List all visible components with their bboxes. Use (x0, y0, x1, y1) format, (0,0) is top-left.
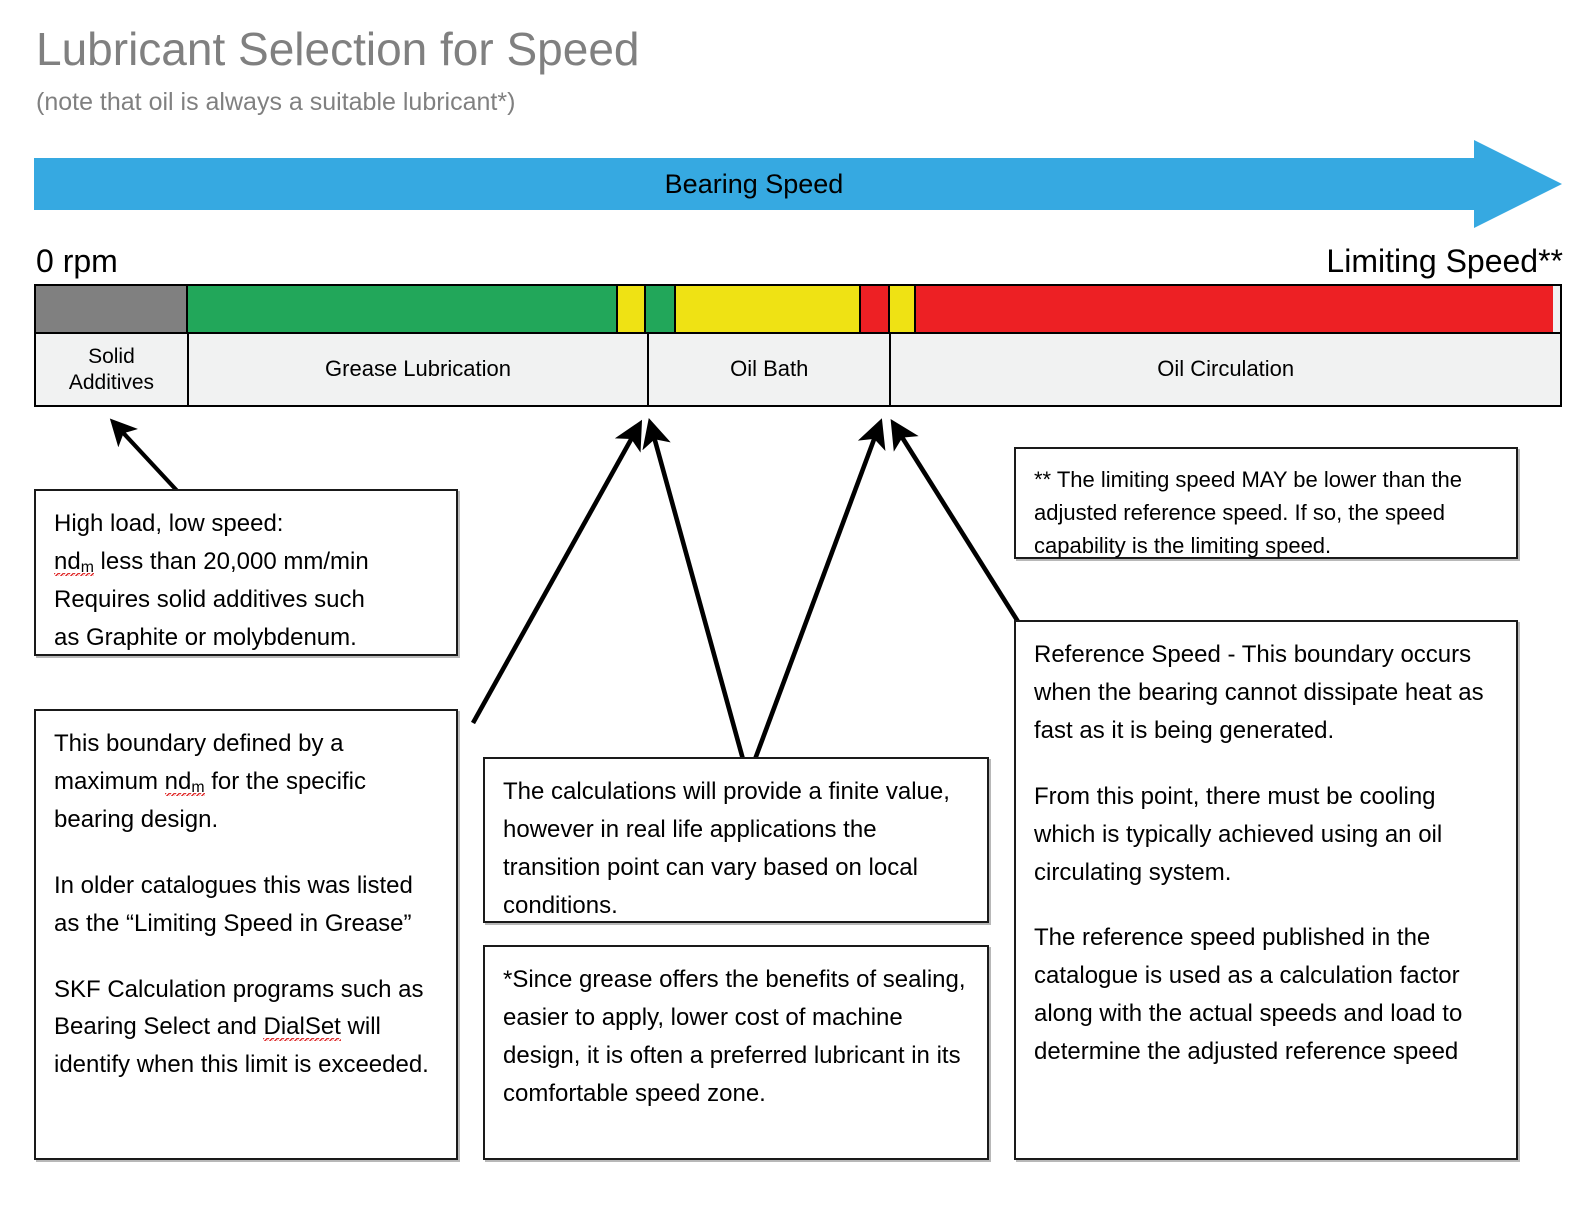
reference-speed-paragraph-2: From this point, there must be cooling w… (1034, 782, 1443, 886)
axis-start-label: 0 rpm (36, 243, 118, 279)
lubrication-regime-band: Solid Additives Grease Lubrication Oil B… (34, 284, 1562, 407)
legend-cell-grease-lubrication: Grease Lubrication (186, 334, 647, 405)
legend-oil-bath-label: Oil Bath (730, 356, 809, 382)
leader-arrow-calc-left (642, 418, 747, 764)
leader-arrow-calc-right (751, 418, 886, 763)
legend-cell-oil-circulation: Oil Circulation (889, 334, 1560, 405)
grease-benefits-text: *Since grease offers the benefits of sea… (503, 966, 966, 1107)
legend-cell-solid-additives: Solid Additives (36, 334, 187, 405)
high-load-nd: nd (54, 547, 81, 575)
limiting-speed-note-text: ** The limiting speed MAY be lower than … (1034, 467, 1463, 558)
high-load-line2-rest: less than 20,000 mm/min (93, 547, 369, 575)
band-segment-grease-yellow-warn (616, 286, 646, 332)
callout-calculations: The calculations will provide a finite v… (483, 757, 989, 923)
high-load-line1: High load, low speed: (54, 510, 284, 537)
legend-solid-additives-line2: Additives (68, 370, 155, 394)
boundary-p1-pre: This boundary defined by a maximum (54, 730, 344, 795)
leader-arrow-boundary (470, 419, 643, 725)
leader-arrow-solid-additives (109, 418, 183, 497)
callout-reference-speed: Reference Speed - This boundary occurs w… (1014, 620, 1518, 1160)
legend-cell-oil-bath: Oil Bath (647, 334, 889, 405)
page-title: Lubricant Selection for Speed (36, 23, 640, 75)
axis-end-label: Limiting Speed** (1326, 243, 1563, 279)
bearing-speed-arrow: Bearing Speed (34, 140, 1562, 228)
legend-solid-additives-line1: Solid (88, 344, 135, 368)
boundary-p1-post: for the specific bearing design. (54, 767, 366, 833)
boundary-paragraph-1: This boundary defined by a maximum ndm f… (54, 725, 440, 839)
boundary-p3-dialset: DialSet (263, 1013, 341, 1045)
boundary-paragraph-3: SKF Calculation programs such as Bearing… (54, 971, 440, 1085)
legend-oil-circulation-label: Oil Circulation (1157, 356, 1295, 382)
band-segment-solid-additives (36, 286, 187, 332)
band-segment-oilcirc-yellow-lead (887, 286, 916, 332)
high-load-line3: Requires solid additives such (54, 585, 365, 613)
reference-speed-paragraph-3: The reference speed published in the cat… (1034, 924, 1463, 1066)
band-segment-oilbath-red-warn (858, 286, 889, 332)
arrow-right-icon (34, 140, 1562, 228)
boundary-p1-nd-subscript: m (191, 778, 205, 796)
band-divider (36, 332, 1560, 334)
boundary-p1-nd: nd (164, 767, 192, 795)
high-load-nd-subscript: m (80, 558, 94, 576)
band-segment-grease-green-tail (644, 286, 675, 332)
regime-legend-row: Solid Additives Grease Lubrication Oil B… (36, 334, 1560, 405)
high-load-line4: as Graphite or molybdenum. (54, 623, 357, 651)
boundary-p3-post: will identify when this limit is exceede… (54, 1013, 429, 1079)
band-segment-oilbath-yellow-main (673, 286, 860, 332)
reference-speed-paragraph-1: Reference Speed - This boundary occurs w… (1034, 641, 1484, 744)
high-load-line2: ndm less than 20,000 mm/min (54, 543, 440, 581)
page-subtitle: (note that oil is always a suitable lubr… (36, 88, 516, 116)
boundary-paragraph-2: In older catalogues this was listed as t… (54, 871, 413, 937)
callout-high-load: High load, low speed: ndm less than 20,0… (34, 489, 458, 656)
band-segment-grease-green-main (185, 286, 618, 332)
callout-boundary-definition: This boundary defined by a maximum ndm f… (34, 709, 458, 1160)
boundary-p3-pre: SKF Calculation programs such as Bearing… (54, 975, 424, 1041)
color-band (36, 286, 1560, 332)
callout-limiting-speed-note: ** The limiting speed MAY be lower than … (1014, 447, 1518, 559)
leader-arrow-reference-speed (890, 418, 1024, 630)
band-segment-oilcirc-red-main (914, 286, 1553, 332)
callout-grease-benefits: *Since grease offers the benefits of sea… (483, 945, 989, 1160)
legend-grease-lubrication-label: Grease Lubrication (325, 356, 511, 382)
calculations-text: The calculations will provide a finite v… (503, 778, 950, 919)
